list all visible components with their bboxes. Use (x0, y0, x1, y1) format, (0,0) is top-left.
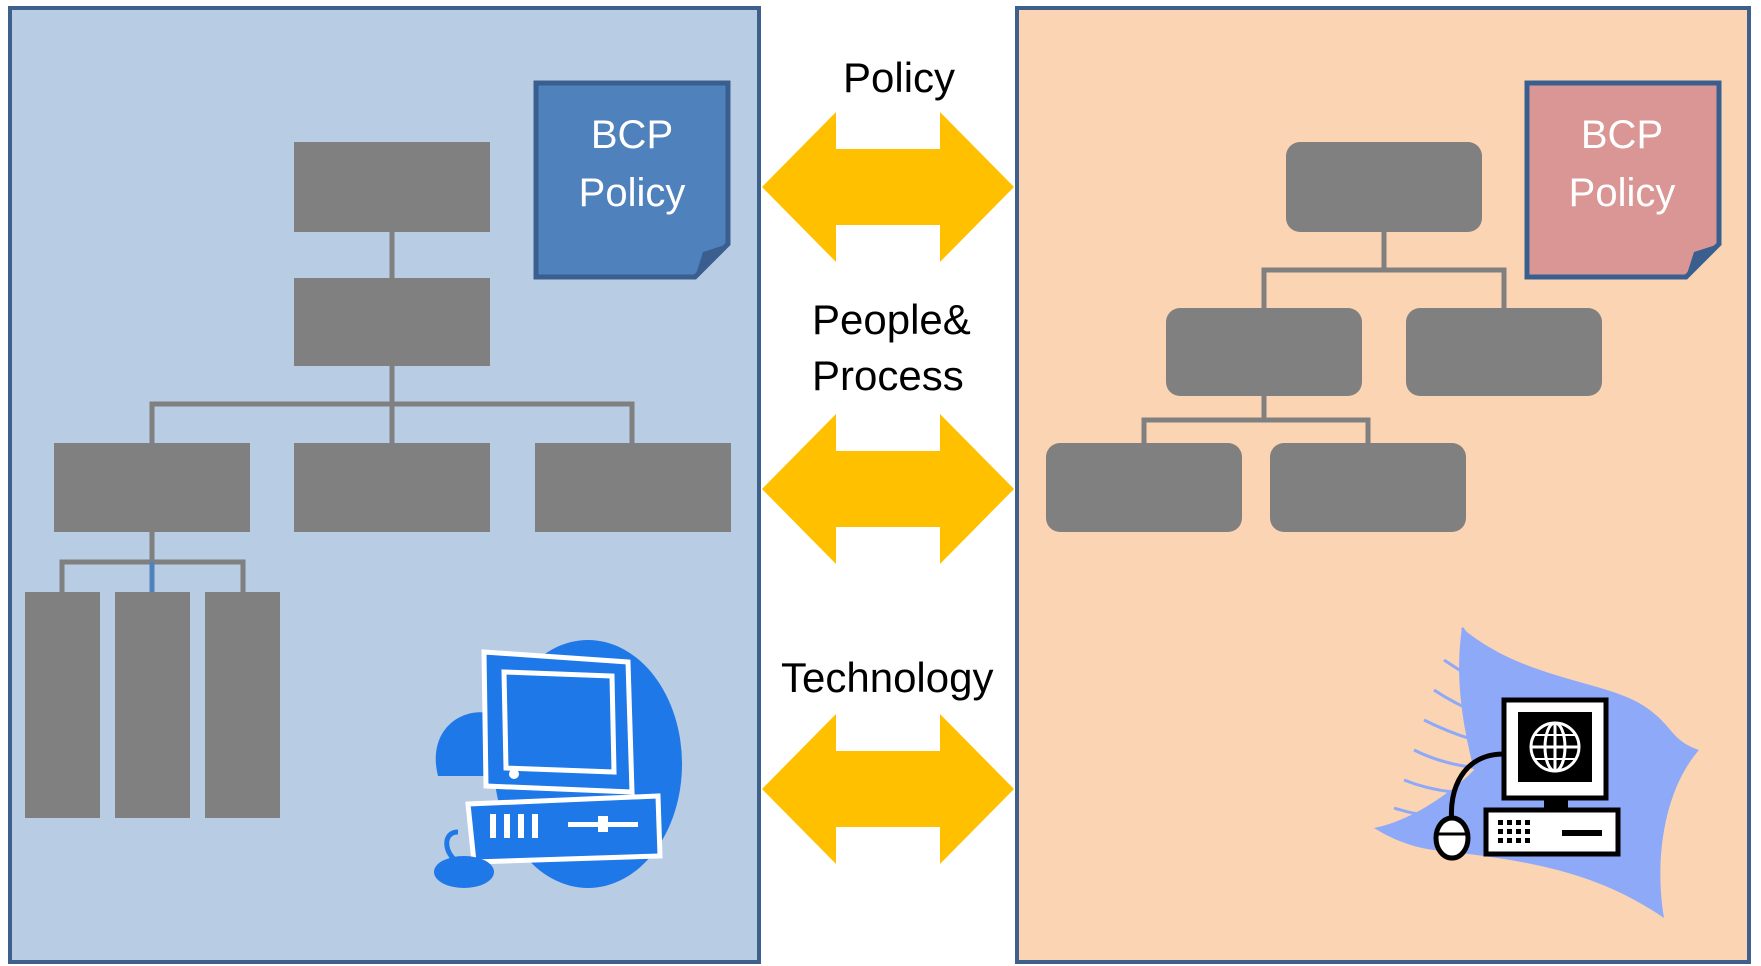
right-org-box-level3-a (1046, 443, 1242, 532)
left-org-connectors (59, 232, 635, 592)
right-bcp-policy-label: BCP Policy (1568, 113, 1676, 215)
right-bcp-policy-doc-icon (1524, 80, 1722, 280)
people-process-double-arrow-icon (762, 414, 1014, 564)
left-org-box-level2 (294, 278, 490, 366)
globe-computer-icon (1374, 627, 1699, 918)
right-org-connectors (1141, 232, 1507, 443)
policy-double-arrow-icon (762, 112, 1014, 262)
right-org-box-level2-a (1166, 308, 1362, 396)
left-org-box-top (294, 142, 490, 232)
desktop-computer-icon (434, 640, 682, 888)
left-org-box-level4-b (115, 592, 190, 818)
people-process-label: People& Process (812, 296, 971, 399)
left-org-box-level4-a (25, 592, 100, 818)
left-bcp-policy-doc-icon (533, 80, 731, 280)
right-org-box-level3-b (1270, 443, 1466, 532)
left-bcp-policy-label: BCP Policy (578, 113, 686, 215)
right-org-box-level2-b (1406, 308, 1602, 396)
left-org-box-level4-c (205, 592, 280, 818)
policy-label: Policy (843, 54, 956, 101)
technology-label: Technology (781, 654, 994, 701)
right-org-box-top (1286, 142, 1482, 232)
left-org-box-level3-c (535, 443, 731, 532)
technology-double-arrow-icon (762, 714, 1014, 864)
left-org-box-level3-a (54, 443, 250, 532)
left-org-box-level3-b (294, 443, 490, 532)
